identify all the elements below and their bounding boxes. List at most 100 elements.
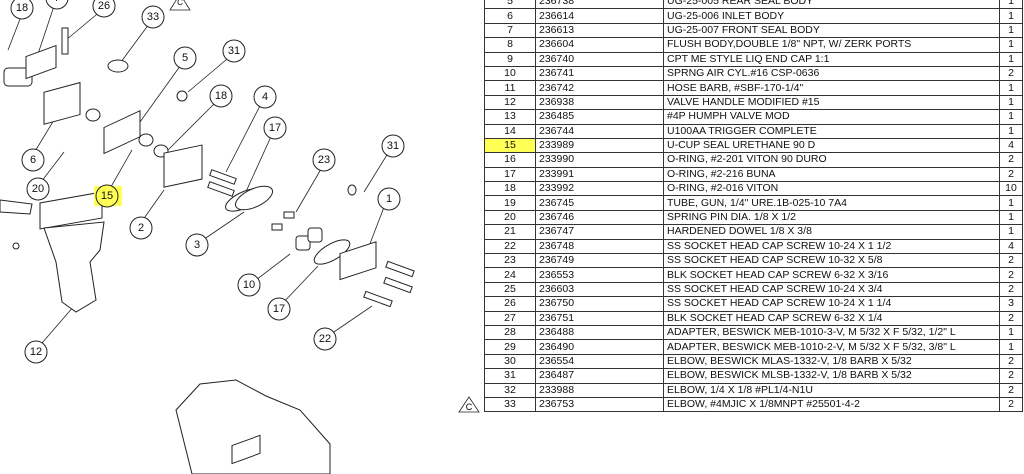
part-number-cell: 236745: [535, 195, 664, 211]
quantity-cell: 2: [999, 253, 1023, 269]
part-number-cell: 236613: [535, 22, 664, 39]
part-number-cell: 233990: [535, 152, 664, 168]
quantity-cell: 1: [999, 51, 1023, 67]
callout-17[interactable]: 17: [263, 116, 287, 140]
callout-23[interactable]: 23: [312, 148, 336, 172]
callout-20[interactable]: 20: [26, 177, 50, 201]
item-cell: 28: [484, 324, 536, 341]
callout-1[interactable]: 1: [377, 187, 401, 211]
part-number-cell: 233988: [535, 382, 664, 398]
svg-text:18: 18: [16, 2, 28, 14]
callout-31[interactable]: 31: [222, 39, 246, 63]
callout-33[interactable]: 33: [141, 5, 165, 29]
svg-text:C: C: [466, 402, 473, 412]
description-cell: UG-25-007 FRONT SEAL BODY: [663, 22, 1000, 39]
callout-10[interactable]: 10: [237, 273, 261, 297]
part-shapes: [0, 27, 415, 474]
item-cell: 19: [484, 195, 536, 211]
part-number-cell: 236741: [535, 65, 664, 82]
callout-2[interactable]: 2: [129, 216, 153, 240]
quantity-cell: 1: [999, 224, 1023, 240]
callout-7[interactable]: 7: [45, 0, 69, 10]
part-number-cell: 236738: [535, 0, 664, 10]
item-cell: 5: [484, 0, 536, 10]
svg-text:2: 2: [138, 222, 144, 234]
callout-22[interactable]: 22: [313, 327, 337, 351]
callout-12[interactable]: 12: [24, 340, 48, 364]
svg-text:23: 23: [318, 154, 330, 166]
callout-4[interactable]: 4: [253, 85, 277, 109]
callout-26[interactable]: 26: [92, 0, 116, 18]
item-cell: 31: [484, 368, 536, 384]
quantity-cell: 2: [999, 382, 1023, 398]
description-cell: BLK SOCKET HEAD CAP SCREW 6-32 X 3/16: [663, 267, 1000, 283]
item-cell: 6: [484, 8, 536, 24]
description-cell: ELBOW, #4MJIC X 1/8MNPT #25501-4-2: [663, 396, 1000, 413]
callout-18b[interactable]: 18: [209, 84, 233, 108]
svg-text:1: 1: [386, 193, 392, 205]
part-number-cell: 236554: [535, 353, 664, 370]
item-cell: 16: [484, 152, 536, 168]
revision-triangle-bom: C: [458, 396, 480, 413]
svg-text:7: 7: [54, 0, 60, 4]
callout-6[interactable]: 6: [21, 148, 45, 172]
item-cell: 9: [484, 51, 536, 67]
description-cell: UG-25-005 REAR SEAL BODY: [663, 0, 1000, 10]
description-cell: SS SOCKET HEAD CAP SCREW 10-32 X 5/8: [663, 253, 1000, 269]
revision-triangle-diagram: C: [169, 0, 191, 11]
part-number-cell: 236487: [535, 368, 664, 384]
part-number-cell: 236604: [535, 37, 664, 53]
callout-18[interactable]: 18: [10, 0, 34, 20]
callout-3[interactable]: 3: [185, 233, 209, 257]
quantity-cell: 4: [999, 137, 1023, 154]
item-cell: 24: [484, 267, 536, 283]
callout-5[interactable]: 5: [173, 46, 197, 70]
svg-text:26: 26: [98, 0, 110, 12]
item-cell: 21: [484, 224, 536, 240]
callout-17b[interactable]: 17: [267, 297, 291, 321]
part-number-cell: 236742: [535, 80, 664, 96]
quantity-cell: 2: [999, 310, 1023, 326]
svg-text:6: 6: [30, 154, 36, 166]
part-number-cell: 236749: [535, 253, 664, 269]
item-cell: 25: [484, 281, 536, 298]
svg-text:33: 33: [147, 11, 159, 23]
part-number-cell: 236490: [535, 339, 664, 355]
quantity-cell: 1: [999, 109, 1023, 125]
callout-15[interactable]: 15: [94, 184, 122, 208]
description-cell: O-RING, #2-216 BUNA: [663, 166, 1000, 183]
description-cell: CPT ME STYLE LIQ END CAP 1:1: [663, 51, 1000, 67]
callout-31b[interactable]: 31: [381, 134, 405, 158]
svg-text:12: 12: [30, 346, 42, 358]
